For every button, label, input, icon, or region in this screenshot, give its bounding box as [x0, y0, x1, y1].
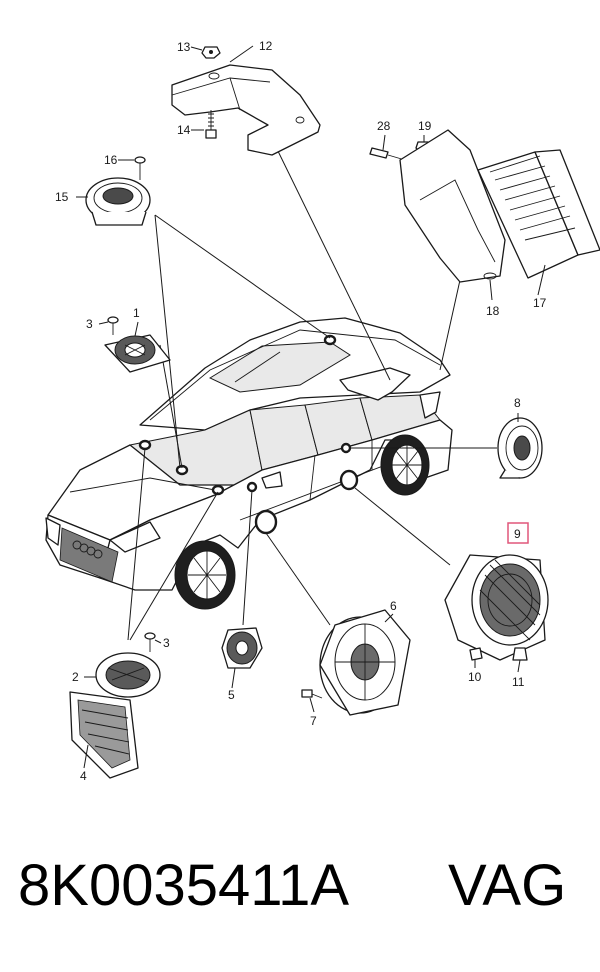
- callout-1: 1: [133, 306, 140, 320]
- callout-28: 28: [377, 119, 391, 133]
- front-wheel: [174, 540, 236, 610]
- callout-8: 8: [514, 396, 521, 410]
- callout-7: 7: [310, 714, 317, 728]
- audi-rings-icon: [72, 540, 103, 559]
- leader-lines: [127, 144, 497, 641]
- part-15-speaker: [85, 177, 151, 226]
- part-3-screw-lower: [144, 632, 156, 652]
- callout-3a: 3: [86, 317, 93, 331]
- brand-caption: VAG: [448, 853, 567, 918]
- part-9-subwoofer: [444, 554, 549, 661]
- highlight-box: [507, 522, 529, 544]
- callout-11: 11: [512, 675, 525, 689]
- part-8-speaker: [497, 417, 543, 479]
- callout-19: 19: [418, 119, 432, 133]
- car-illustration: [45, 317, 453, 610]
- callout-12: 12: [259, 39, 273, 53]
- part-2-speaker: [95, 652, 161, 698]
- part-14-bolt: [205, 110, 217, 139]
- part-17-amplifier: [477, 149, 600, 279]
- callout-17: 17: [533, 296, 547, 310]
- callout-labels: 1 2 3 3 4 5 6 7 8 9 10 11 12 13 14 15 16…: [55, 39, 547, 783]
- part-6-speaker: [319, 609, 411, 716]
- callout-5: 5: [228, 688, 235, 702]
- callout-10: 10: [468, 670, 482, 684]
- callout-6: 6: [390, 599, 397, 613]
- part-18-bracket: [399, 129, 506, 283]
- part-3-screw-upper: [107, 316, 119, 335]
- callout-13: 13: [177, 40, 191, 54]
- part-13-nut: [201, 46, 221, 59]
- part-number-caption: 8K0035411A: [18, 853, 350, 918]
- part-28-bolt: [369, 147, 406, 161]
- part-16-screw: [134, 156, 146, 180]
- callout-3b: 3: [163, 636, 170, 650]
- part-10-screw: [469, 647, 483, 661]
- part-4-grille: [69, 691, 139, 779]
- callout-2: 2: [72, 670, 79, 684]
- part-11-clip: [512, 647, 528, 661]
- callout-4: 4: [80, 769, 87, 783]
- callout-15: 15: [55, 190, 69, 204]
- part-5-speaker: [221, 627, 263, 669]
- callout-14: 14: [177, 123, 191, 137]
- rear-wheel: [380, 434, 430, 496]
- part-12-bracket: [171, 64, 321, 156]
- callout-9: 9: [514, 527, 521, 541]
- callout-16: 16: [104, 153, 118, 167]
- part-1-speaker: [104, 334, 171, 373]
- part-7-screw: [301, 689, 323, 699]
- callout-18: 18: [486, 304, 500, 318]
